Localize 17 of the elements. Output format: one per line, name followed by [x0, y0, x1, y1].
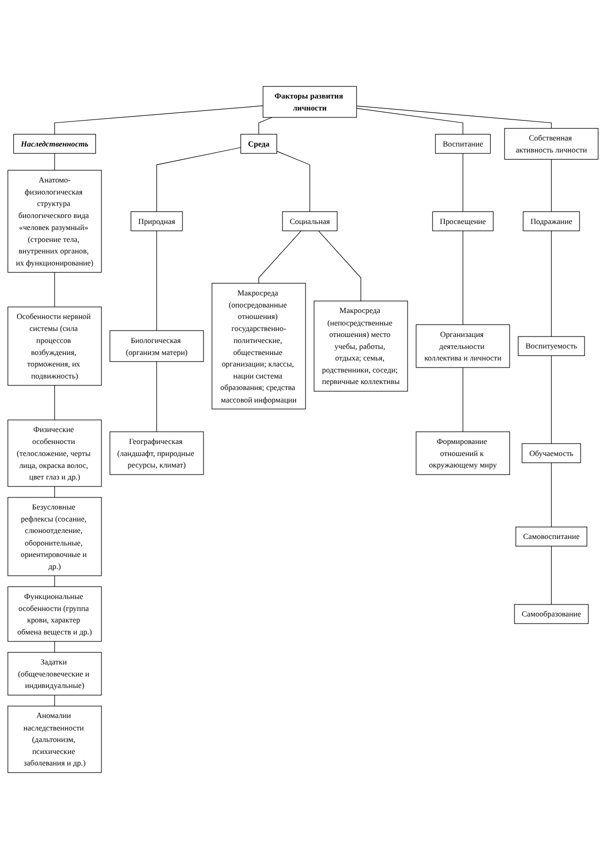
- connector: [258, 230, 301, 284]
- connector: [156, 361, 157, 432]
- connector: [156, 147, 241, 212]
- connector: [550, 230, 552, 337]
- connector: [462, 153, 463, 212]
- connector: [356, 108, 463, 135]
- connector: [550, 546, 552, 605]
- connector: [550, 159, 552, 212]
- connector: [550, 462, 552, 528]
- connector: [276, 150, 310, 212]
- connector: [318, 230, 361, 302]
- connector: [54, 105, 263, 135]
- connector: [156, 230, 157, 331]
- connector: [462, 367, 463, 432]
- connector: [356, 106, 552, 129]
- connector: [462, 230, 463, 325]
- connector: [550, 355, 552, 444]
